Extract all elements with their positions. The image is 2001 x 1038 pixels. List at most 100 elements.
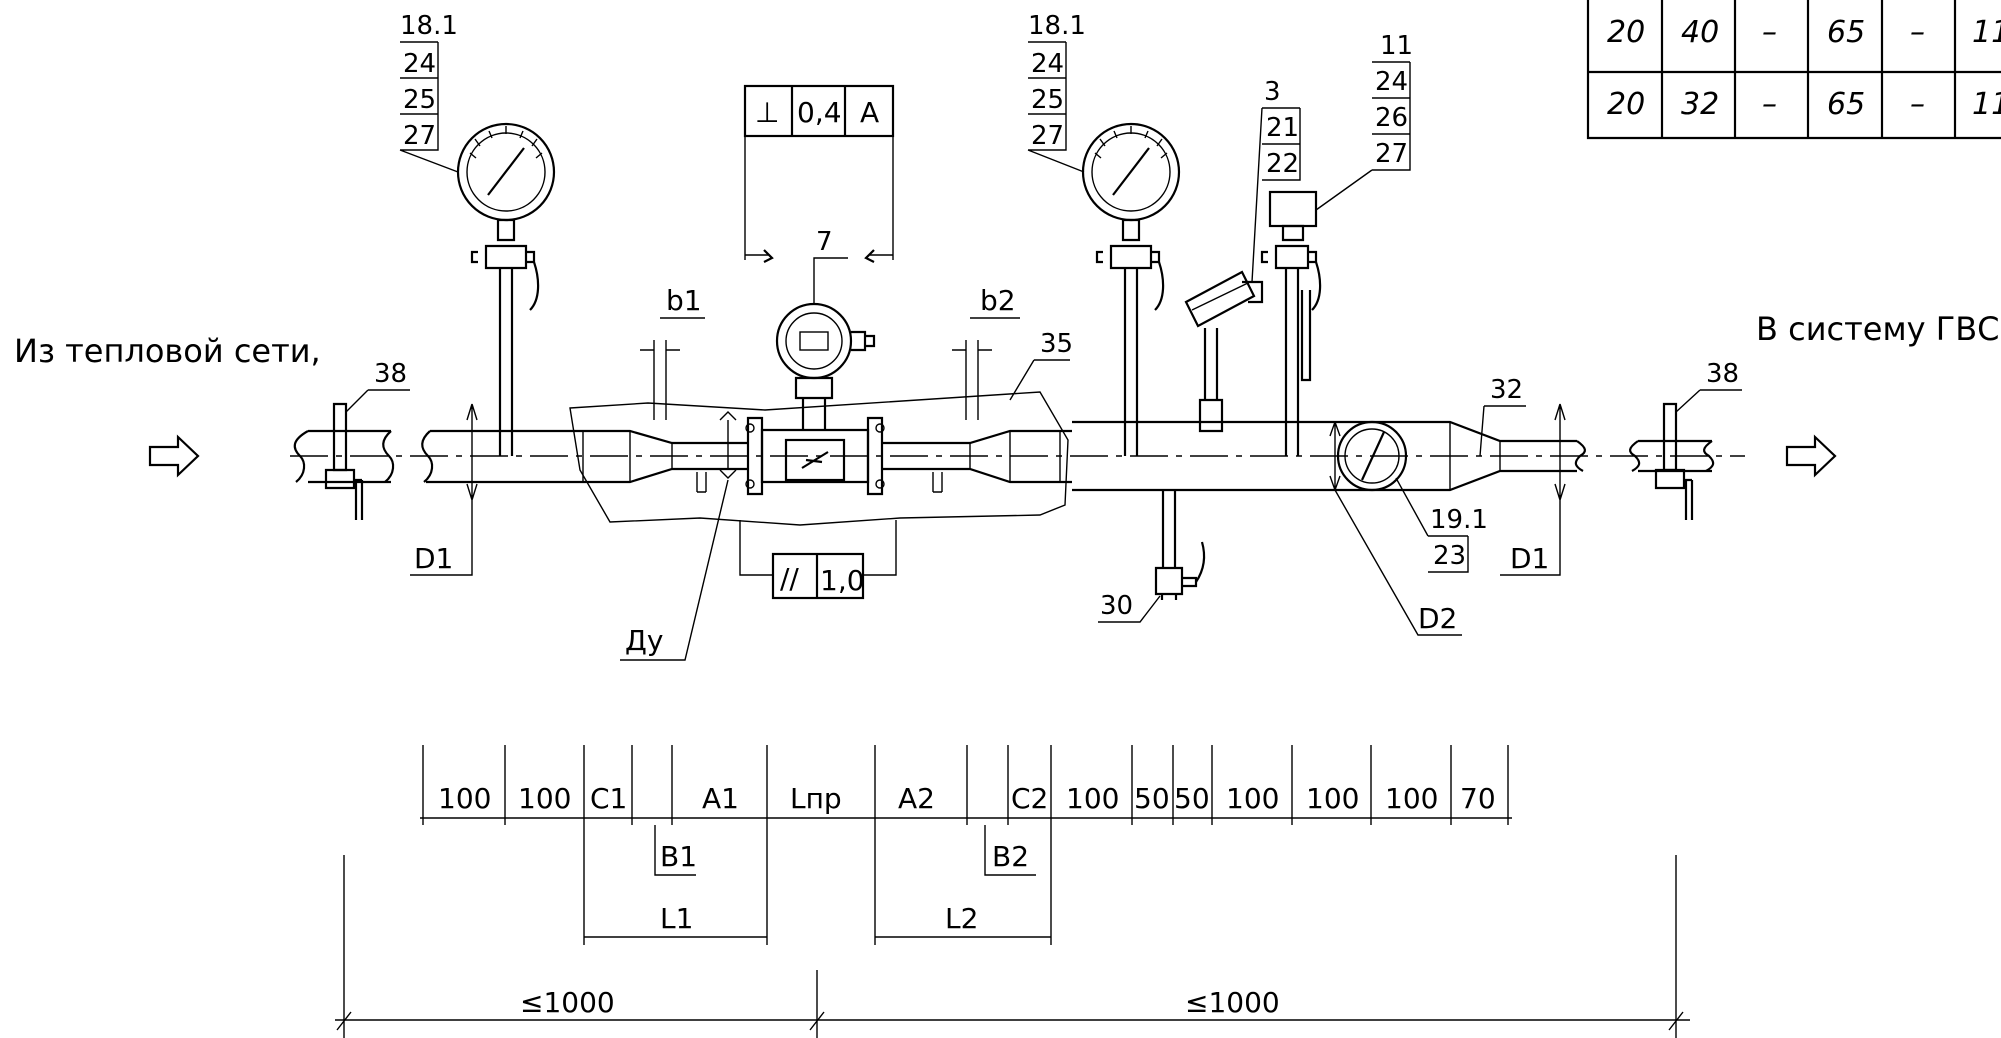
callout-gauge-mid: 24 xyxy=(1031,49,1064,79)
dim-overall-right: ≤1000 xyxy=(1185,986,1280,1019)
callout-inline-gauge: 19.1 xyxy=(1430,505,1488,535)
callout-clamp-left: 38 xyxy=(374,359,407,389)
dim-label: 100 xyxy=(1385,782,1438,815)
sensor-leader xyxy=(1251,107,1301,283)
gauge-mid-leader xyxy=(1027,41,1085,173)
dim-label: C1 xyxy=(590,782,627,815)
dim-l2: L2 xyxy=(945,902,978,935)
callout-gauge-left: 24 xyxy=(403,49,436,79)
label-du: Ду xyxy=(625,624,663,657)
callout-sensor: 21 xyxy=(1266,113,1299,143)
dim-label: 70 xyxy=(1460,782,1496,815)
table-cell: 11 xyxy=(1972,15,2001,50)
du-arrows xyxy=(719,411,737,479)
temperature-sensor xyxy=(1184,270,1264,433)
callout-sensor: 3 xyxy=(1264,77,1281,107)
callout-clamp-right: 38 xyxy=(1706,359,1739,389)
reducer-leader xyxy=(1479,405,1526,457)
d1-right-dim xyxy=(1500,403,1566,576)
table-cell: 20 xyxy=(1607,15,1645,50)
table-cell: 65 xyxy=(1827,87,1865,122)
callout-gauge-mid: 18.1 xyxy=(1028,11,1086,41)
clamp-right xyxy=(1654,402,1694,520)
label-d1-left: D1 xyxy=(414,542,453,575)
b1-dim xyxy=(640,317,705,420)
label-d2: D2 xyxy=(1418,602,1457,635)
table-cell: 20 xyxy=(1607,87,1645,122)
table-cell: – xyxy=(1910,15,1925,50)
tolerance-datum: A xyxy=(860,96,879,129)
clamp-right-leader xyxy=(1675,389,1742,413)
outlet-label: В систему ГВС, Т3 xyxy=(1756,310,2001,348)
meter-logo-icon xyxy=(801,451,829,469)
parallelism-frame: // 1,0 xyxy=(739,520,897,600)
table-cell: 40 xyxy=(1681,15,1719,50)
tolerance-value: 0,4 xyxy=(797,96,842,129)
pressure-transmitter xyxy=(1260,190,1322,456)
callout-gauge-mid: 27 xyxy=(1031,121,1064,151)
callout-gauge-mid: 25 xyxy=(1031,85,1064,115)
dim-label: A2 xyxy=(898,782,935,815)
callout-gauge-left: 27 xyxy=(403,121,436,151)
callout-drain: 30 xyxy=(1100,591,1133,621)
dim-label: 50 xyxy=(1134,782,1170,815)
table-cell: 65 xyxy=(1827,15,1865,50)
dim-label: Lпр xyxy=(790,782,842,815)
clamp-left-leader xyxy=(345,389,410,413)
d2-dim xyxy=(1329,421,1462,636)
dim-label: 50 xyxy=(1174,782,1210,815)
callout-transmitter: 11 xyxy=(1380,31,1413,61)
callout-reducer: 32 xyxy=(1490,375,1523,405)
b2-dim xyxy=(952,317,1020,420)
dim-label: A1 xyxy=(702,782,739,815)
label-b1: b1 xyxy=(666,284,702,317)
inlet-label: Из тепловой сети, xyxy=(14,332,321,370)
clamp-left xyxy=(324,402,364,520)
flowmeter xyxy=(745,302,885,489)
dim-label: 100 xyxy=(1306,782,1359,815)
table-cell: – xyxy=(1762,15,1777,50)
parallel-value: 1,0 xyxy=(820,564,865,597)
gauge-left-leader xyxy=(399,41,459,173)
callout-transmitter: 26 xyxy=(1375,103,1408,133)
callout-gauge-left: 25 xyxy=(403,85,436,115)
dim-label: 100 xyxy=(438,782,491,815)
callout-inline-gauge: 23 xyxy=(1433,541,1466,571)
transmitter-leader xyxy=(1315,61,1411,211)
callout-transmitter: 24 xyxy=(1375,67,1408,97)
straight-leader xyxy=(1009,359,1070,401)
table-cell: – xyxy=(1762,87,1777,122)
callout-sensor: 22 xyxy=(1266,149,1299,179)
drain-leader xyxy=(1098,595,1161,623)
straight-section-outline xyxy=(569,391,1069,526)
peg xyxy=(696,472,707,493)
dim-label: 100 xyxy=(1066,782,1119,815)
dimension-chain: 100 100 C1 A1 Lпр A2 C2 100 50 50 100 10… xyxy=(335,745,1690,1038)
table-cell: 11 xyxy=(1972,87,2001,122)
label-d1-right: D1 xyxy=(1510,542,1549,575)
meter-leader xyxy=(813,257,848,304)
d1-left-dim xyxy=(410,403,478,576)
pressure-gauge-mid xyxy=(1081,122,1181,456)
inline-gauge-leader xyxy=(1395,477,1469,573)
label-b2: b2 xyxy=(980,284,1016,317)
dim-label: 100 xyxy=(1226,782,1279,815)
dim-b1: B1 xyxy=(660,840,697,873)
peg xyxy=(932,472,943,493)
parallel-symbol: // xyxy=(780,562,799,595)
table-cell: 32 xyxy=(1681,87,1719,122)
callout-meter: 7 xyxy=(816,227,833,257)
dim-l1: L1 xyxy=(660,902,693,935)
callout-gauge-left: 18.1 xyxy=(400,11,458,41)
outlet-arrow-icon xyxy=(1785,434,1837,478)
callout-straight: 35 xyxy=(1040,329,1073,359)
pipeline xyxy=(293,416,1715,496)
inline-gauge xyxy=(1336,420,1408,492)
dim-b2: B2 xyxy=(992,840,1029,873)
inlet-arrow-icon xyxy=(148,434,200,478)
dim-label: 100 xyxy=(518,782,571,815)
dim-overall-left: ≤1000 xyxy=(520,986,615,1019)
perpendicularity-frame: ⊥ 0,4 A xyxy=(743,84,895,263)
drain-valve xyxy=(1154,490,1206,600)
